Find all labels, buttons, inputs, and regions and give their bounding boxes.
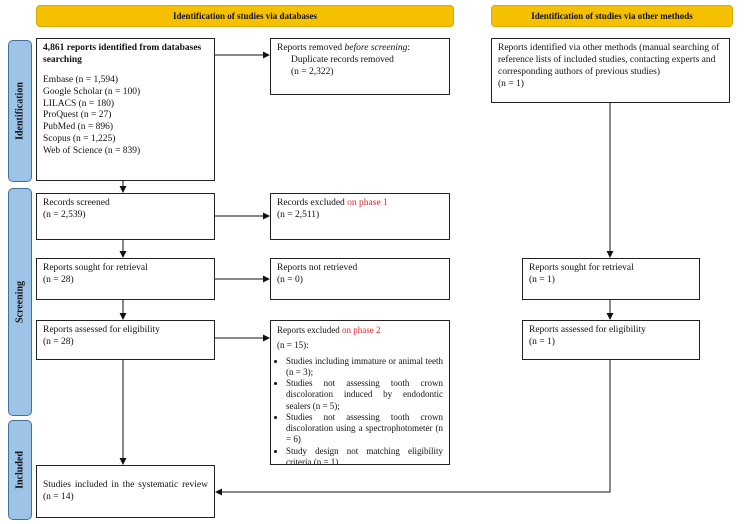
arrow — [215, 360, 611, 496]
label: Reports sought for retrieval — [43, 263, 148, 273]
label: Records screened — [43, 198, 110, 208]
label-highlight: on phase 1 — [347, 198, 388, 208]
label: Reports excluded — [277, 325, 342, 335]
count: (n = 28) — [43, 336, 74, 347]
source-item: Google Scholar (n = 100) — [43, 86, 141, 97]
other-identified-text: Reports identified via other methods (ma… — [498, 43, 720, 77]
box-excluded-phase2: Reports excluded on phase 2 (n = 15): St… — [270, 320, 450, 465]
source-item: PubMed (n = 896) — [43, 122, 114, 133]
label: Reports assessed for eligibility — [529, 325, 646, 335]
count: (n = 28) — [43, 274, 74, 285]
source-item: Embase (n = 1,594) — [43, 74, 119, 85]
identified-title: 4,861 reports identified from databases … — [43, 43, 202, 65]
phase-screening: Screening — [8, 188, 32, 416]
box-removed: Reports removed before screening: Duplic… — [270, 38, 450, 95]
exclusion-reason: Studies including immature or animal tee… — [286, 356, 443, 379]
exclusion-reason: Studies not assessing tooth crown discol… — [286, 378, 443, 412]
box-other-assessed: Reports assessed for eligibility(n = 1) — [522, 320, 700, 360]
source-item: Scopus (n = 1,225) — [43, 134, 116, 145]
label: Reports assessed for eligibility — [43, 325, 160, 335]
phase-included: Included — [8, 420, 32, 520]
exclusion-reason: Studies not assessing tooth crown discol… — [286, 412, 443, 446]
source-item: Web of Science (n = 839) — [43, 146, 141, 156]
box-other-identified: Reports identified via other methods (ma… — [491, 38, 730, 103]
count: (n = 1) — [529, 336, 555, 347]
label: Reports not retrieved — [277, 263, 358, 273]
label: Studies included in the systematic revie… — [43, 479, 208, 502]
label: Reports sought for retrieval — [529, 263, 634, 273]
box-included: Studies included in the systematic revie… — [36, 465, 215, 518]
removed-label-italic: before screening — [344, 43, 408, 53]
box-other-sought: Reports sought for retrieval(n = 1) — [522, 258, 700, 300]
label-highlight: on phase 2 — [341, 325, 381, 335]
header-other-methods: Identification of studies via other meth… — [491, 5, 733, 27]
box-screened: Records screened(n = 2,539) — [36, 193, 215, 240]
count: (n = 2,511) — [277, 209, 320, 220]
box-not-retrieved: Reports not retrieved(n = 0) — [270, 258, 450, 300]
phase-identification: Identification — [8, 40, 32, 182]
box-excluded-phase1: Records excluded on phase 1 (n = 2,511) — [270, 193, 450, 240]
label: Records excluded — [277, 198, 348, 208]
source-item: LILACS (n = 180) — [43, 98, 115, 109]
source-item: ProQuest (n = 27) — [43, 110, 112, 121]
removed-label: Reports removed — [277, 43, 345, 53]
exclusion-reason: Study design not matching eligibility cr… — [286, 446, 443, 465]
other-identified-count: (n = 1) — [498, 78, 524, 89]
box-sought: Reports sought for retrieval(n = 28) — [36, 258, 215, 300]
count: (n = 2,539) — [43, 209, 86, 220]
count: (n = 0) — [277, 274, 303, 285]
removed-line: Duplicate records removed — [291, 54, 394, 65]
box-assessed: Reports assessed for eligibility(n = 28) — [36, 320, 215, 360]
count: (n = 15): — [277, 340, 309, 351]
count: (n = 1) — [529, 274, 555, 285]
removed-count: (n = 2,322) — [291, 66, 334, 77]
removed-colon: : — [407, 43, 411, 53]
header-databases: Identification of studies via databases — [36, 5, 454, 27]
box-identified-databases: 4,861 reports identified from databases … — [36, 38, 215, 181]
